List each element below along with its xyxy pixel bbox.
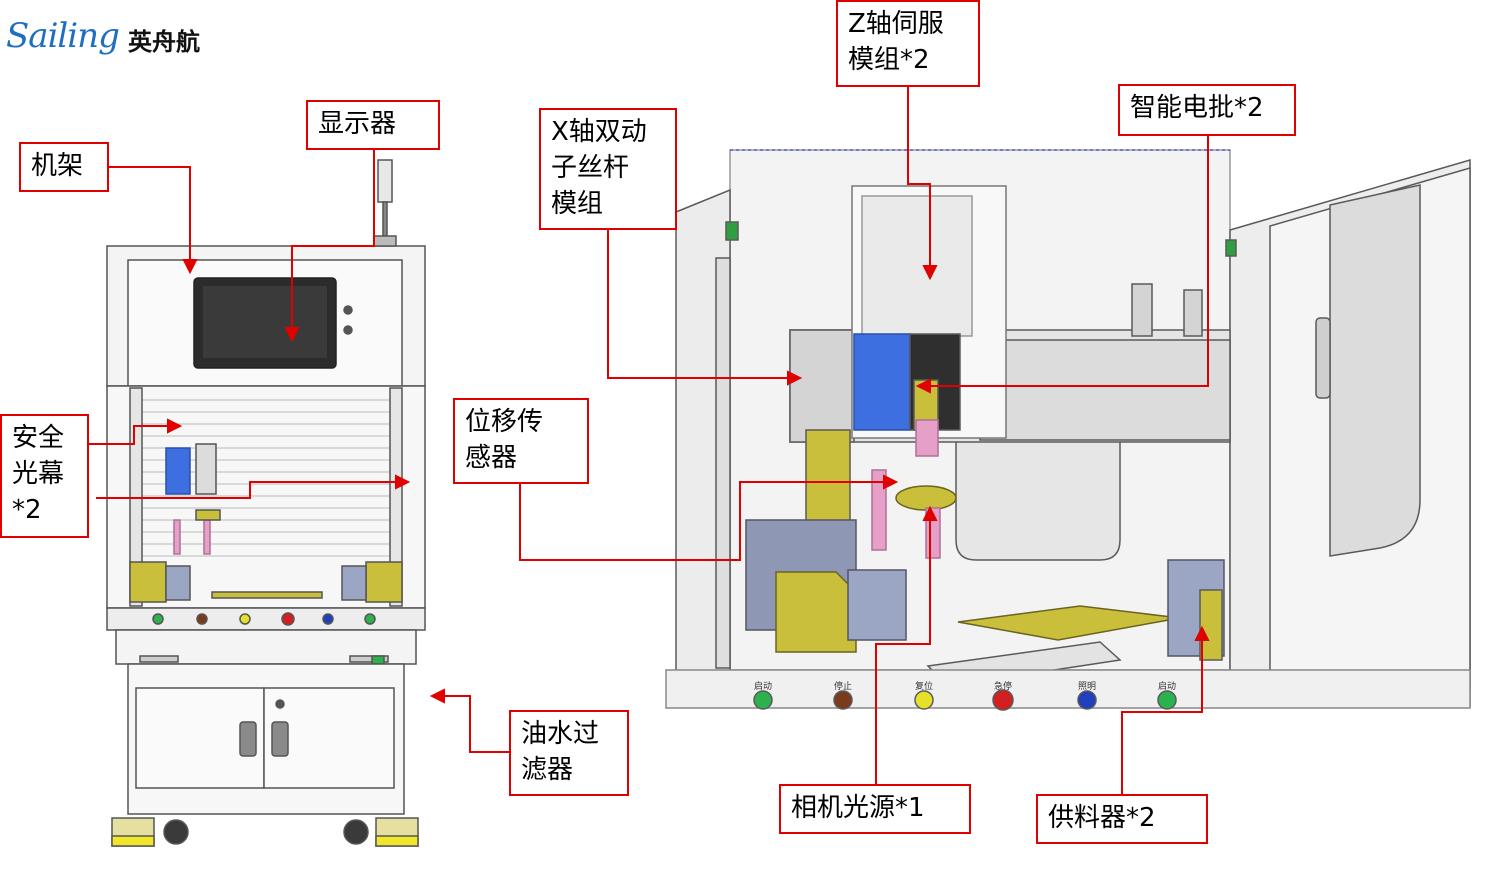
panel-button-label: 复位 xyxy=(915,680,933,692)
label-oil-water-filter: 油水过 滤器 xyxy=(509,710,629,796)
label-camera-light: 相机光源*1 xyxy=(779,784,971,834)
panel-button-label: 急停 xyxy=(994,680,1012,692)
label-safety-curtain: 安全 光幕 *2 xyxy=(0,414,89,538)
label-displacement-sensor: 位移传 感器 xyxy=(453,398,589,484)
panel-button-label: 启动 xyxy=(754,680,772,692)
callout-leaders xyxy=(88,86,1210,796)
label-x-axis-module: X轴双动 子丝杆 模组 xyxy=(539,108,677,230)
right-machine xyxy=(665,149,1471,711)
label-smart-screwdriver: 智能电批*2 xyxy=(1118,84,1296,136)
brand-script: Sailing xyxy=(6,16,120,56)
label-frame: 机架 xyxy=(19,142,109,192)
label-z-axis-servo: Z轴伺服 模组*2 xyxy=(836,0,980,87)
panel-button-label: 停止 xyxy=(834,680,852,692)
brand-chinese-name: 英舟航 xyxy=(128,28,200,56)
label-display: 显示器 xyxy=(306,100,440,150)
panel-button-label: 照明 xyxy=(1078,681,1096,692)
panel-button-label: 启动 xyxy=(1158,680,1176,692)
left-machine xyxy=(106,159,426,847)
label-feeder: 供料器*2 xyxy=(1036,794,1208,844)
